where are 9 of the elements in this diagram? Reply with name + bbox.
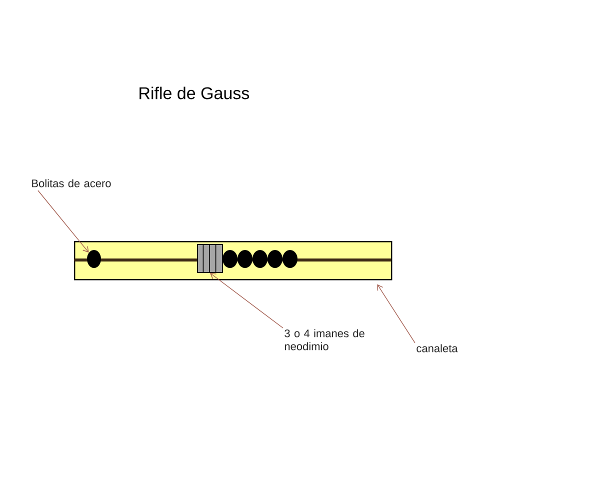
callout-text: canaleta [416, 344, 458, 352]
title: Rifle de Gauss [140, 86, 250, 100]
callout-text: 3 o 4 imanes de neodimio [284, 329, 364, 350]
leader-arrow [210, 273, 284, 328]
steel-ball [87, 250, 101, 268]
leader-arrow [38, 190, 89, 253]
leader-arrow [377, 284, 416, 344]
callout-text: Bolitas de acero [32, 179, 111, 188]
magnet-stack [197, 244, 223, 273]
